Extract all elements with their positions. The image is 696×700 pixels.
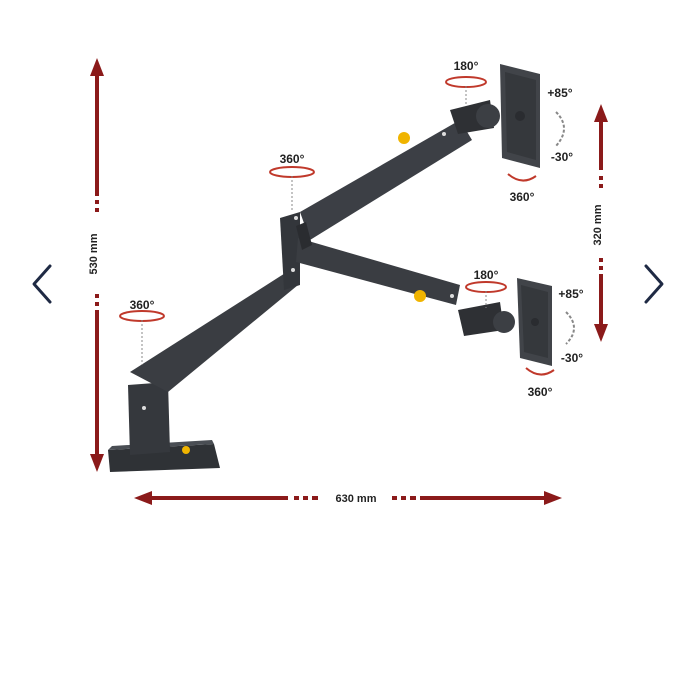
- top-tilt: +85° -30°: [547, 86, 573, 164]
- top-tilt-up-label: +85°: [547, 86, 572, 100]
- bottom-rotate: 360°: [525, 367, 555, 399]
- bottom-pan-rotation: 180°: [465, 268, 507, 308]
- top-pan-rotation: 180°: [445, 59, 487, 104]
- next-image-button[interactable]: [634, 258, 674, 310]
- bottom-tilt-up-label: +85°: [558, 287, 583, 301]
- lower-arm: [128, 120, 472, 455]
- height-label: 530 mm: [88, 233, 100, 274]
- chevron-left-icon: [32, 264, 52, 304]
- top-pan-label: 180°: [454, 59, 479, 73]
- bottom-pan-label: 180°: [474, 268, 499, 282]
- bottom-tilt: +85° -30°: [558, 287, 583, 365]
- width-dimension: 630 mm: [134, 491, 562, 505]
- elbow-rotation-label: 360°: [280, 152, 305, 166]
- top-rotate: 360°: [507, 173, 537, 204]
- top-rotate-label: 360°: [510, 190, 535, 204]
- chevron-right-icon: [644, 264, 664, 304]
- bottom-tilt-down-label: -30°: [561, 351, 583, 365]
- base-rotation-label: 360°: [130, 298, 155, 312]
- bottom-vesa-plate: [458, 278, 552, 366]
- spacing-dimension: 320 mm: [592, 104, 608, 342]
- elbow-rotation: 360°: [269, 152, 315, 210]
- previous-image-button[interactable]: [22, 258, 62, 310]
- height-dimension: 530 mm: [88, 58, 104, 472]
- top-tilt-down-label: -30°: [551, 150, 573, 164]
- bottom-rotate-label: 360°: [528, 385, 553, 399]
- width-label: 630 mm: [336, 493, 377, 505]
- top-vesa-plate: [450, 64, 540, 168]
- base-rotation: 360°: [119, 298, 165, 365]
- spacing-label: 320 mm: [592, 204, 604, 245]
